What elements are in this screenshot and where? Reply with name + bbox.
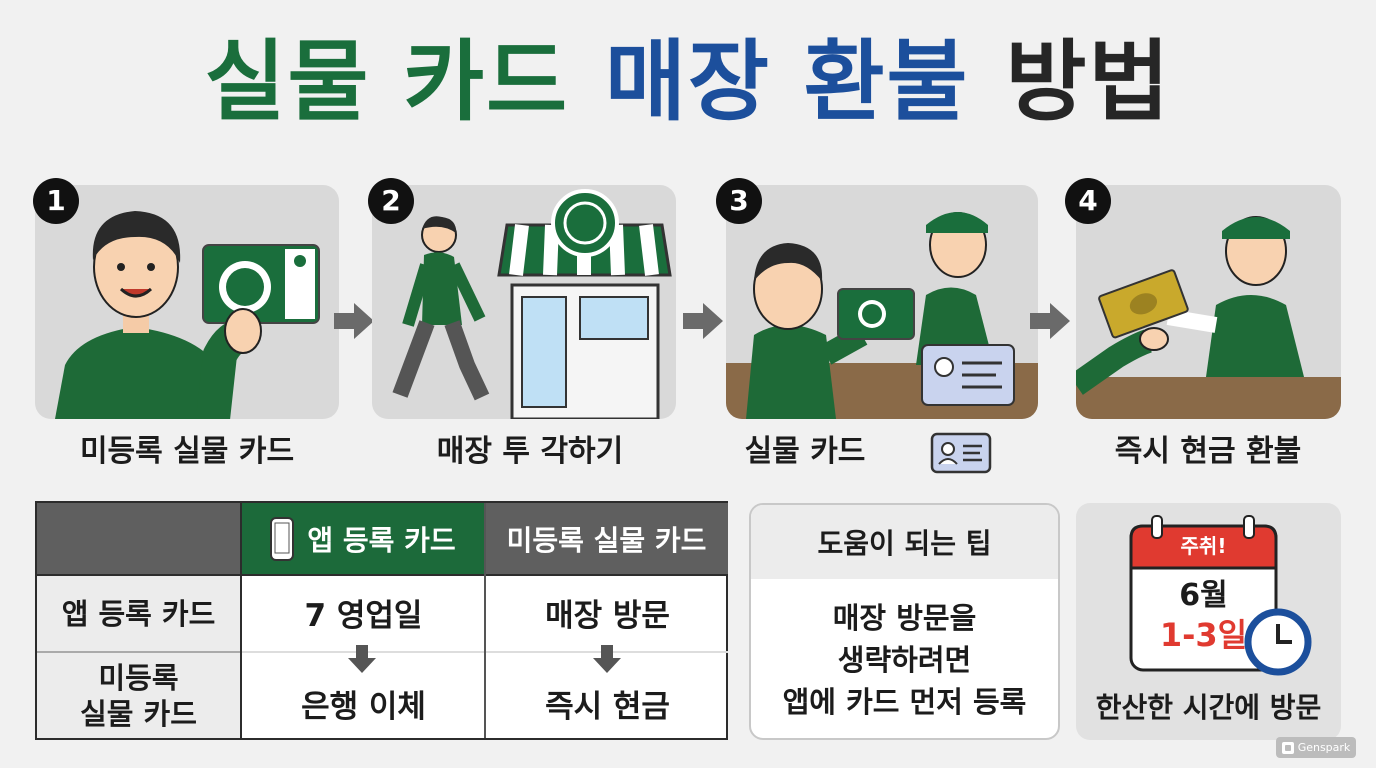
- down-arrow-icon: [348, 645, 376, 673]
- table-divider: [37, 651, 240, 653]
- step-2-illustration: [372, 185, 676, 419]
- table-cell: 7 영업일: [304, 597, 423, 634]
- step-3-caption: 실물 카드: [744, 434, 866, 469]
- table-row-label: 미등록 실물 카드: [37, 653, 240, 738]
- step-4-number: 4: [1065, 178, 1111, 224]
- table-header-physical: 미등록 실물 카드: [485, 503, 728, 574]
- page-title: 실물 카드 매장 환불 방법: [0, 22, 1376, 142]
- tip-line: 매장 방문을: [832, 601, 977, 635]
- table-cell: 은행 이체: [301, 688, 426, 725]
- tip-line: 앱에 카드 먼저 등록: [782, 685, 1027, 719]
- table-divider: [240, 503, 242, 738]
- calendar-days: 1-3일: [1159, 616, 1248, 654]
- id-card-icon: [930, 432, 992, 474]
- table-divider: [484, 503, 486, 738]
- table-divider: [37, 574, 728, 576]
- table-header-app-label: 앱 등록 카드: [307, 523, 456, 557]
- tip-heading: 도움이 되는 팁: [751, 505, 1058, 579]
- watermark-text: Genspark: [1297, 741, 1351, 754]
- table-cell: 즉시 현금: [545, 688, 670, 725]
- tip-body: 매장 방문을 생략하려면 앱에 카드 먼저 등록: [751, 579, 1058, 723]
- calendar-month: 6월: [1179, 578, 1228, 613]
- watermark: Genspark: [1276, 737, 1356, 758]
- step-2-caption: 매장 투 각하기: [436, 434, 624, 469]
- phone-icon: [270, 516, 295, 561]
- step-2-number: 2: [368, 178, 414, 224]
- title-part-1: 실물 카드: [204, 30, 570, 133]
- step-arrow-icon: [1030, 303, 1070, 339]
- table-row-label-line: 미등록: [98, 660, 179, 695]
- calendar-caption: 한산한 시간에 방문: [1095, 691, 1322, 724]
- step-arrow-icon: [334, 303, 374, 339]
- table-row-label-line: 실물 카드: [80, 696, 197, 731]
- title-part-3: 방법: [1005, 30, 1172, 133]
- table-header-app: 앱 등록 카드: [240, 503, 485, 574]
- calendar-icon: [1129, 515, 1312, 676]
- step-3-number: 3: [716, 178, 762, 224]
- table-row-label: 앱 등록 카드: [37, 576, 240, 651]
- down-arrow-icon: [593, 645, 621, 673]
- table-cell: 매장 방문: [545, 597, 670, 634]
- title-part-2: 매장 환불: [605, 30, 970, 133]
- tip-card: 도움이 되는 팁 매장 방문을 생략하려면 앱에 카드 먼저 등록: [749, 503, 1060, 740]
- step-1-caption: 미등록 실물 카드: [79, 434, 295, 469]
- step-1-illustration: [35, 185, 339, 419]
- calendar-badge: 주취!: [1180, 534, 1227, 558]
- genspark-logo-icon: [1281, 741, 1294, 754]
- table-corner: [37, 503, 240, 574]
- step-4-caption: 즉시 현금 환불: [1114, 434, 1302, 469]
- step-arrow-icon: [683, 303, 723, 339]
- step-3-illustration: [726, 185, 1038, 419]
- step-1-number: 1: [33, 178, 79, 224]
- tip-line: 생략하려면: [837, 643, 972, 677]
- comparison-table: 앱 등록 카드 미등록 실물 카드 앱 등록 카드 미등록 실물 카드 7 영업…: [35, 501, 728, 740]
- step-4-illustration: [1076, 185, 1341, 419]
